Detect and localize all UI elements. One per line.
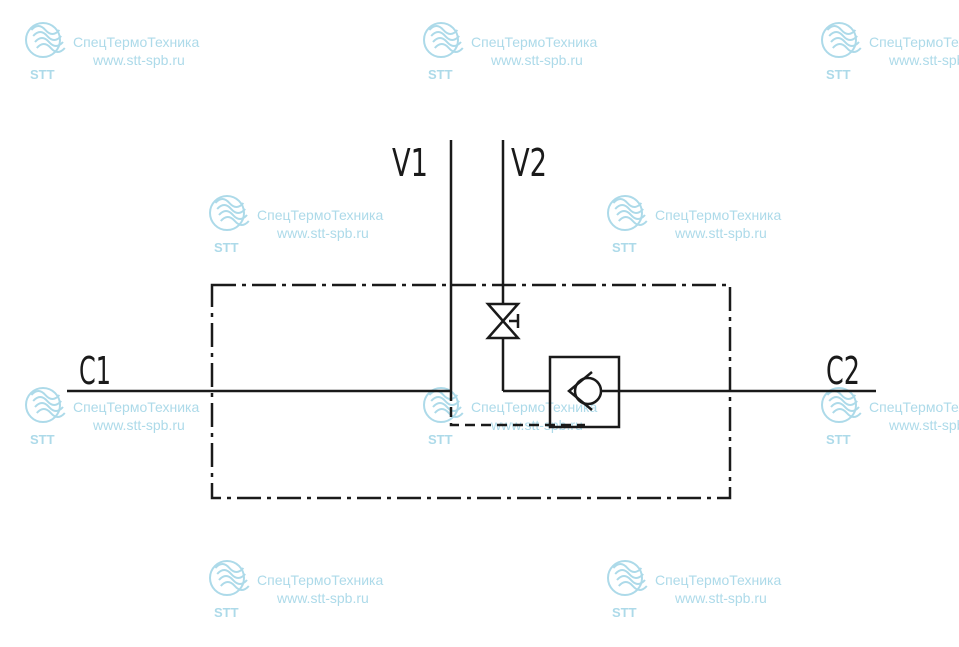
watermark-url: www.stt-spb.ru [276,225,369,241]
watermark: STT СпецТермоТехника www.stt-spb.ru [423,22,597,82]
watermark-url: www.stt-spb.ru [888,417,959,433]
throttle-valve-icon [485,302,521,340]
watermark-logo-text: STT [214,605,239,620]
watermark: STT СпецТермоТехника www.stt-spb.ru [607,195,781,255]
watermark-company: СпецТермоТехника [869,399,959,415]
check-valve-seat-icon [567,371,593,411]
watermark-company: СпецТермоТехника [257,572,383,588]
watermark-company: СпецТермоТехника [471,34,597,50]
stt-logo-icon [25,22,66,58]
stt-logo-icon [607,560,648,596]
watermark-logo-text: STT [428,432,453,447]
port-label-v2: V2 [511,141,547,185]
watermark-layer: STTСпецТермоТехникаwww.stt-spb.ruSTTСпец… [25,22,959,620]
port-label-c1: C1 [79,349,111,393]
watermark-url: www.stt-spb.ru [674,225,767,241]
stt-logo-icon [821,22,862,58]
watermark-url: www.stt-spb.ru [490,52,583,68]
watermark: STT СпецТермоТехника www.stt-spb.ru [821,22,959,82]
watermark-logo-text: STT [428,67,453,82]
pilot-line-dashed [449,391,585,427]
watermark-company: СпецТермоТехника [257,207,383,223]
stt-logo-icon [423,387,464,423]
watermark: STT СпецТермоТехника www.stt-spb.ru [821,387,959,447]
stt-logo-icon [209,195,250,231]
watermark-company: СпецТермоТехника [73,34,199,50]
watermark-url: www.stt-spb.ru [92,417,185,433]
watermark-logo-text: STT [30,67,55,82]
watermark-logo-text: STT [214,240,239,255]
watermark-logo-text: STT [612,605,637,620]
watermark-company: СпецТермоТехника [869,34,959,50]
watermark: STT СпецТермоТехника www.stt-spb.ru [209,195,383,255]
watermark-company: СпецТермоТехника [655,207,781,223]
watermark: STT СпецТермоТехника www.stt-spb.ru [209,560,383,620]
stt-logo-icon [607,195,648,231]
watermark-url: www.stt-spb.ru [888,52,959,68]
watermark-url: www.stt-spb.ru [276,590,369,606]
watermark-url: www.stt-spb.ru [92,52,185,68]
stt-logo-icon [25,387,66,423]
watermark: STT СпецТермоТехника www.stt-spb.ru [25,22,199,82]
port-label-c2: C2 [826,349,860,393]
watermark-logo-text: STT [30,432,55,447]
watermark: STT СпецТермоТехника www.stt-spb.ru [607,560,781,620]
watermark-company: СпецТермоТехника [471,399,597,415]
watermark-logo-text: STT [826,67,851,82]
port-label-v1: V1 [392,141,428,185]
stt-logo-icon [423,22,464,58]
watermark-company: СпецТермоТехника [73,399,199,415]
stt-logo-icon [821,387,862,423]
watermark: STT СпецТермоТехника www.stt-spb.ru [25,387,199,447]
watermark-company: СпецТермоТехника [655,572,781,588]
watermark-url: www.stt-spb.ru [674,590,767,606]
schematic-lines [67,140,876,500]
watermark-logo-text: STT [612,240,637,255]
housing-boundary [210,283,732,500]
watermark-logo-text: STT [826,432,851,447]
stt-logo-icon [209,560,250,596]
